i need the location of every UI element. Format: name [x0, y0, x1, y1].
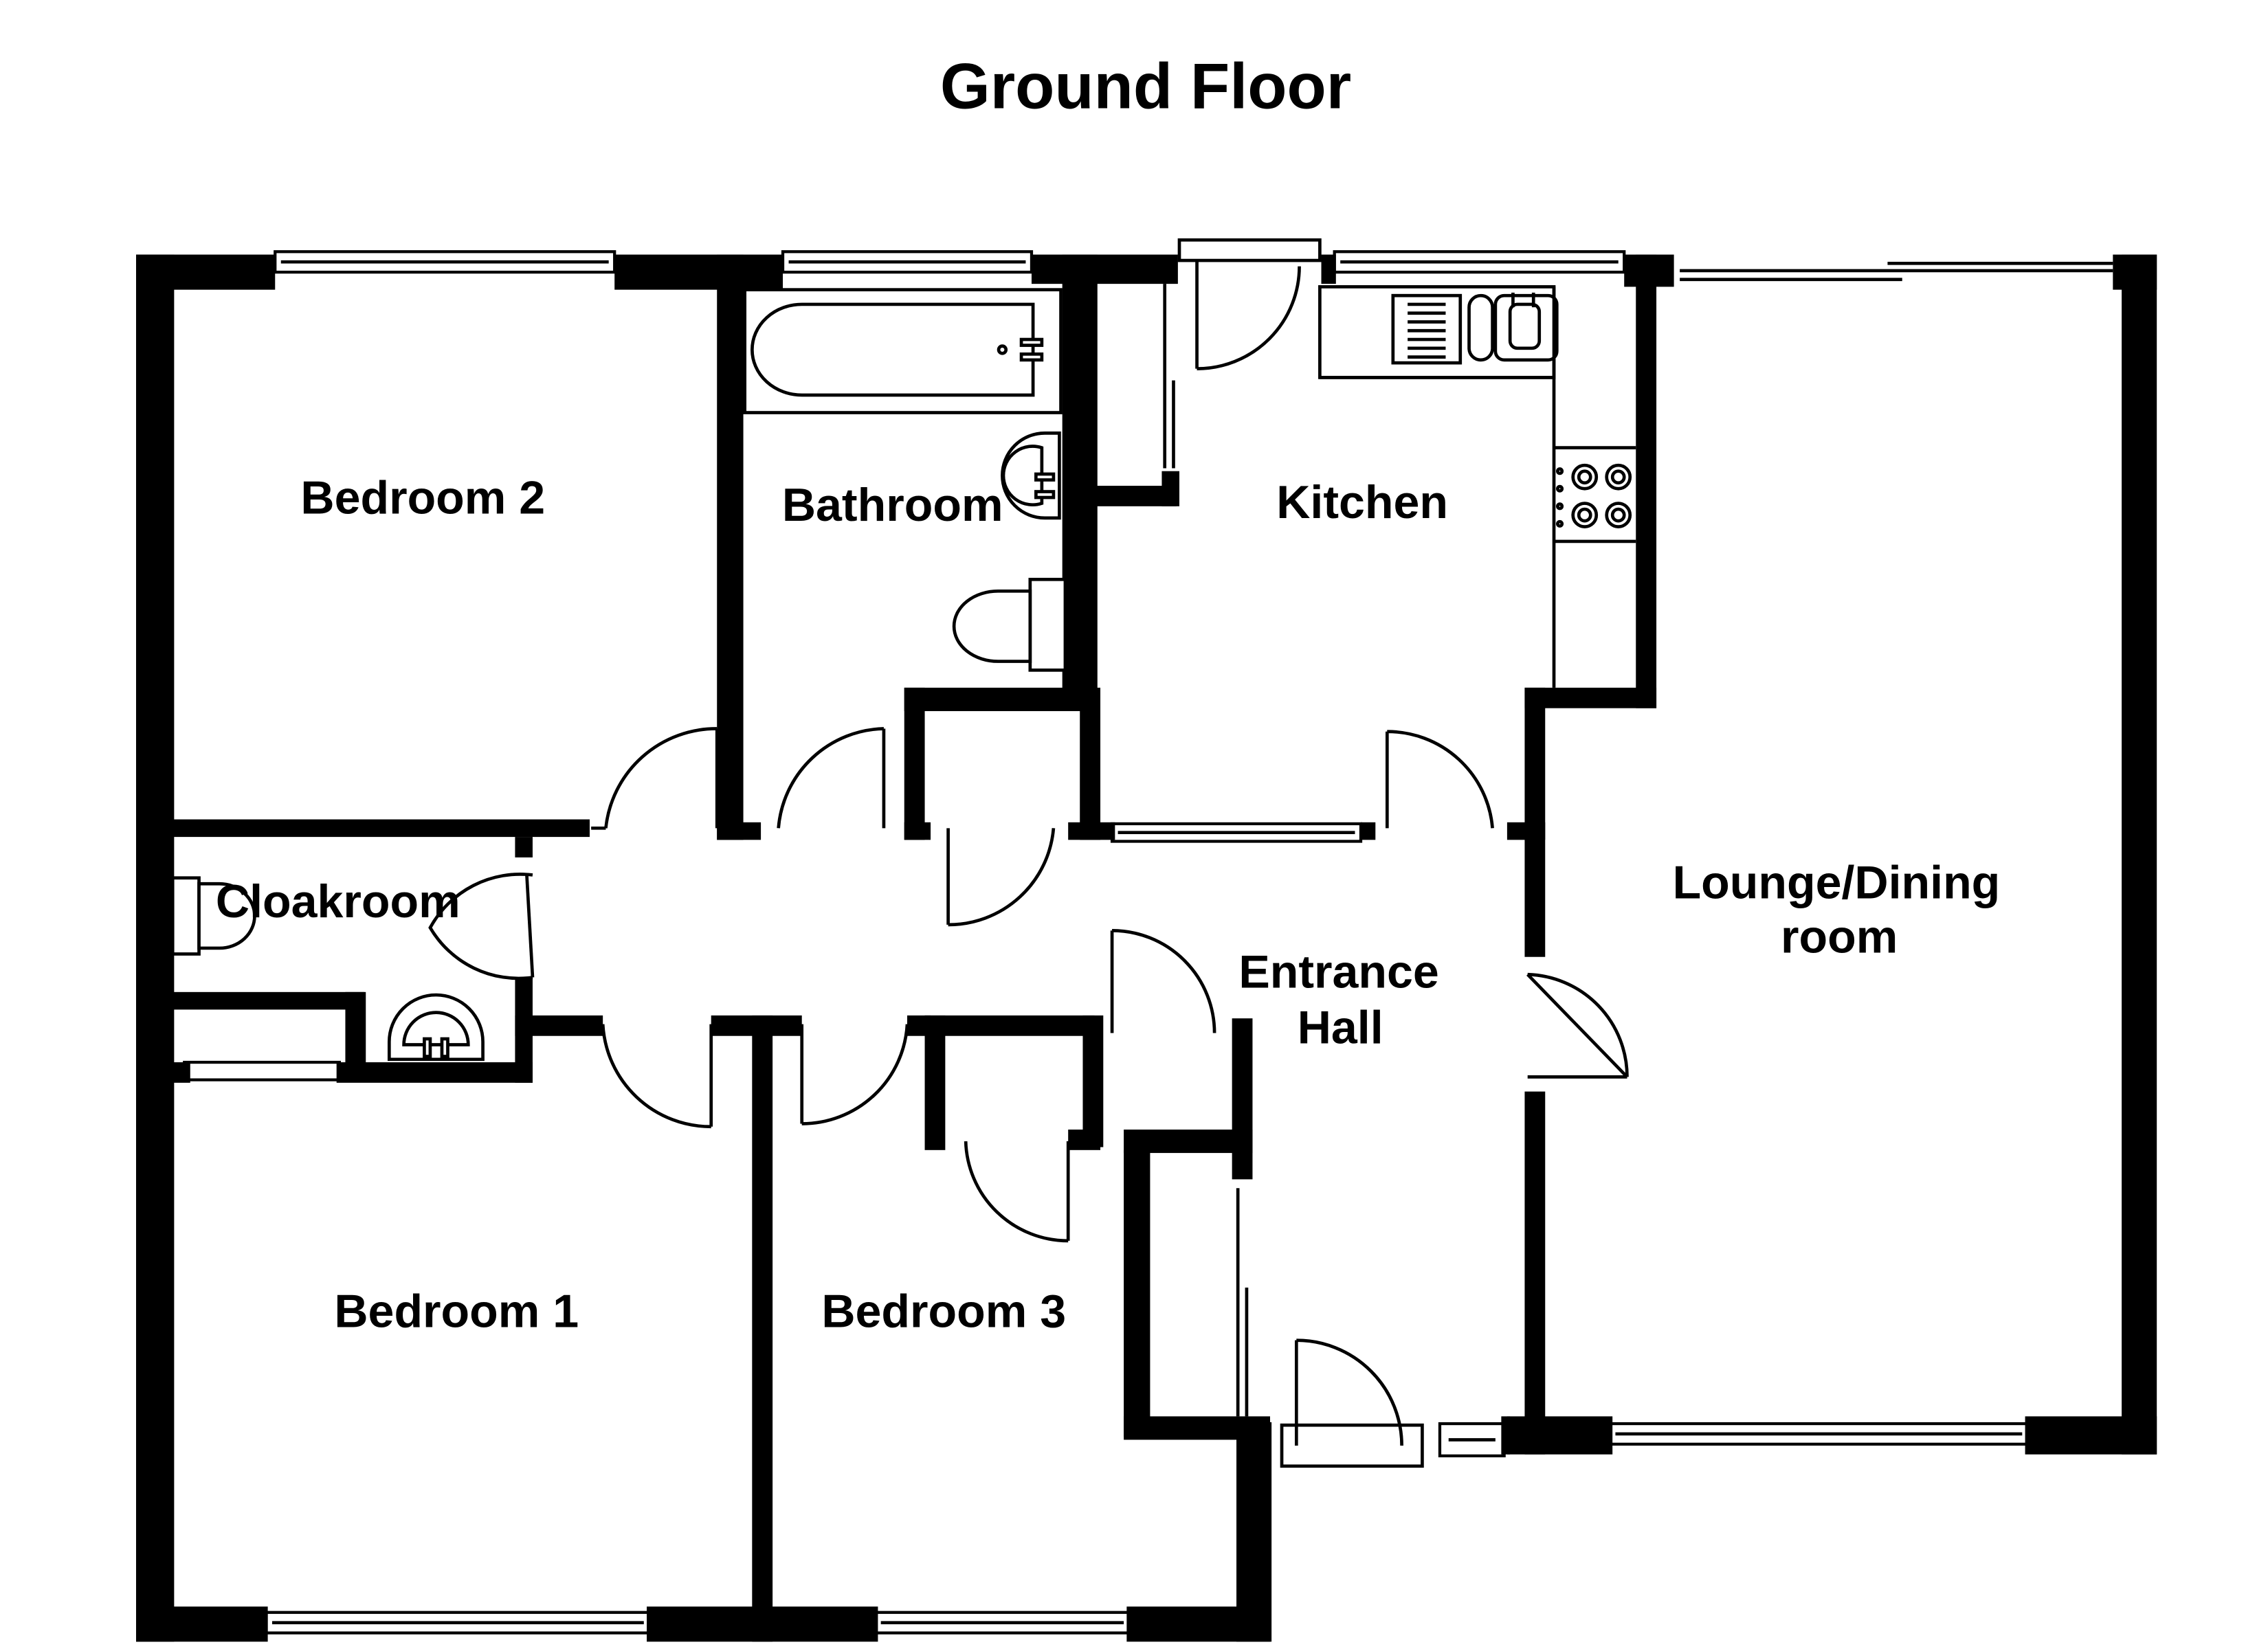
room-label-bedroom2: Bedroom 2 [300, 471, 545, 524]
kitchen-side-panel [1163, 284, 1175, 469]
fixtures [170, 285, 1636, 1062]
door-bathroom[interactable] [777, 727, 886, 829]
room-label-hall-line1: Entrance [1238, 945, 1438, 998]
door-lounge[interactable] [1526, 972, 1629, 1079]
kitchen-sink-icon [1318, 285, 1559, 379]
room-label-bedroom3: Bedroom 3 [821, 1285, 1066, 1337]
door-bedroom2[interactable] [591, 727, 719, 830]
worktop [1552, 287, 1636, 688]
door-cupboard[interactable] [946, 828, 1056, 927]
room-label-bedroom1: Bedroom 1 [334, 1285, 579, 1337]
room-labels: Bedroom 2 Bathroom Kitchen Cloakroom Lou… [216, 471, 2000, 1337]
door-kitchen-back[interactable] [1177, 238, 1322, 370]
walls [136, 254, 2157, 1642]
door-front[interactable] [1236, 1188, 1424, 1468]
room-label-bathroom: Bathroom [782, 479, 1003, 531]
door-store[interactable] [964, 1141, 1070, 1243]
basin-icon [1001, 431, 1061, 520]
windows [183, 250, 2030, 1635]
door-bedroom1[interactable] [601, 1024, 713, 1129]
door-cloakroom[interactable] [428, 873, 535, 980]
room-label-lounge-line2: room [1781, 910, 1898, 963]
sliding-patio-door [1680, 261, 2113, 282]
room-label-kitchen: Kitchen [1276, 476, 1448, 528]
doors [428, 238, 1629, 1468]
bath-icon [743, 288, 1063, 414]
toilet-icon [952, 577, 1067, 672]
cloakroom-toilet-icon [170, 876, 256, 956]
door-kitchen[interactable] [1385, 730, 1494, 829]
room-label-hall-line2: Hall [1298, 1001, 1383, 1053]
room-label-lounge-line1: Lounge/Dining [1673, 857, 2001, 909]
room-label-cloakroom: Cloakroom [216, 875, 460, 928]
cloakroom-basin-icon [387, 993, 485, 1062]
door-hall-cupboard[interactable] [1110, 929, 1216, 1033]
hob-icon [1556, 463, 1632, 528]
floor-title: Ground Floor [940, 50, 1351, 122]
door-bedroom3[interactable] [800, 1024, 909, 1125]
